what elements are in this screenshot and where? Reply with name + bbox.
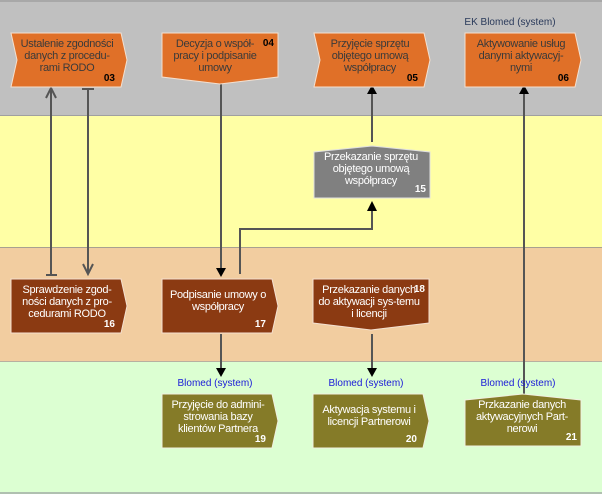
event-shape — [464, 32, 582, 88]
node-label: Decyzja o współ- pracy i podpisanie umow… — [173, 38, 257, 74]
node-label: Sprawdzenie zgod-ności danych z pro-cedu… — [22, 284, 112, 320]
system-label: Blomed (system) — [480, 378, 556, 389]
node-number: 03 — [103, 73, 115, 84]
node-label: Aktywacja systemu i licencji Partnerowi — [322, 404, 416, 428]
node-number: 16 — [103, 319, 115, 330]
node-number: 18 — [413, 284, 425, 295]
decision-node-18[interactable]: Przekazanie danych do aktywacji sys-temu… — [312, 278, 430, 333]
node-number: 04 — [262, 38, 274, 49]
node-number: 21 — [565, 432, 577, 443]
process-node-19[interactable]: Przyjęcie do admini-strowania bazy klien… — [161, 393, 279, 449]
house-shape — [313, 145, 431, 199]
system-label: Blomed (system) — [177, 378, 253, 389]
system-label: Blomed (system) — [328, 378, 404, 389]
decision-shape — [312, 278, 430, 331]
process-node-15[interactable]: Przekazanie sprzętu objętego umową współ… — [313, 145, 431, 199]
node-label: Podpisanie umowy o współpracy — [169, 289, 267, 313]
process-node-20[interactable]: Aktywacja systemu i licencji Partnerowi … — [312, 393, 430, 449]
process-node-06[interactable]: Aktywowanie usług danymi aktywacyj-nymi … — [464, 32, 582, 88]
house-shape — [464, 393, 582, 447]
node-label: Przyjęcie do admini-strowania bazy klien… — [171, 399, 265, 435]
decision-shape — [161, 32, 279, 85]
node-label: Ustalenie zgodności danych z procedu-ram… — [20, 38, 114, 74]
swimlane-yellow — [0, 116, 602, 248]
node-label: Przyjęcie sprzętu objętego umową współpr… — [330, 38, 410, 74]
node-number: 15 — [414, 184, 426, 195]
node-label: Aktywowanie usług danymi aktywacyj-nymi — [476, 38, 566, 74]
node-label: Przkazanie danych aktywacyjnych Part-ner… — [475, 399, 569, 435]
node-number: 20 — [405, 434, 417, 445]
event-shape — [313, 32, 431, 88]
event-shape — [10, 278, 128, 334]
process-node-16[interactable]: Sprawdzenie zgod-ności danych z pro-cedu… — [10, 278, 128, 334]
node-label: Przekazanie danych do aktywacji sys-temu… — [318, 284, 420, 320]
process-node-05[interactable]: Przyjęcie sprzętu objętego umową współpr… — [313, 32, 431, 88]
event-shape — [10, 32, 128, 88]
node-number: 05 — [406, 73, 418, 84]
process-node-17[interactable]: Podpisanie umowy o współpracy 17 — [161, 278, 279, 334]
process-node-03[interactable]: Ustalenie zgodności danych z procedu-ram… — [10, 32, 128, 88]
node-number: 19 — [254, 434, 266, 445]
event-shape — [312, 393, 430, 449]
node-number: 06 — [557, 73, 569, 84]
process-node-21[interactable]: Przkazanie danych aktywacyjnych Part-ner… — [464, 393, 582, 447]
node-label: Przekazanie sprzętu objętego umową współ… — [324, 151, 418, 187]
event-shape — [161, 393, 279, 449]
system-label: EK Blomed (system) — [464, 17, 556, 28]
node-number: 17 — [254, 319, 266, 330]
decision-node-04[interactable]: Decyzja o współ- pracy i podpisanie umow… — [161, 32, 279, 87]
event-shape — [161, 278, 279, 334]
